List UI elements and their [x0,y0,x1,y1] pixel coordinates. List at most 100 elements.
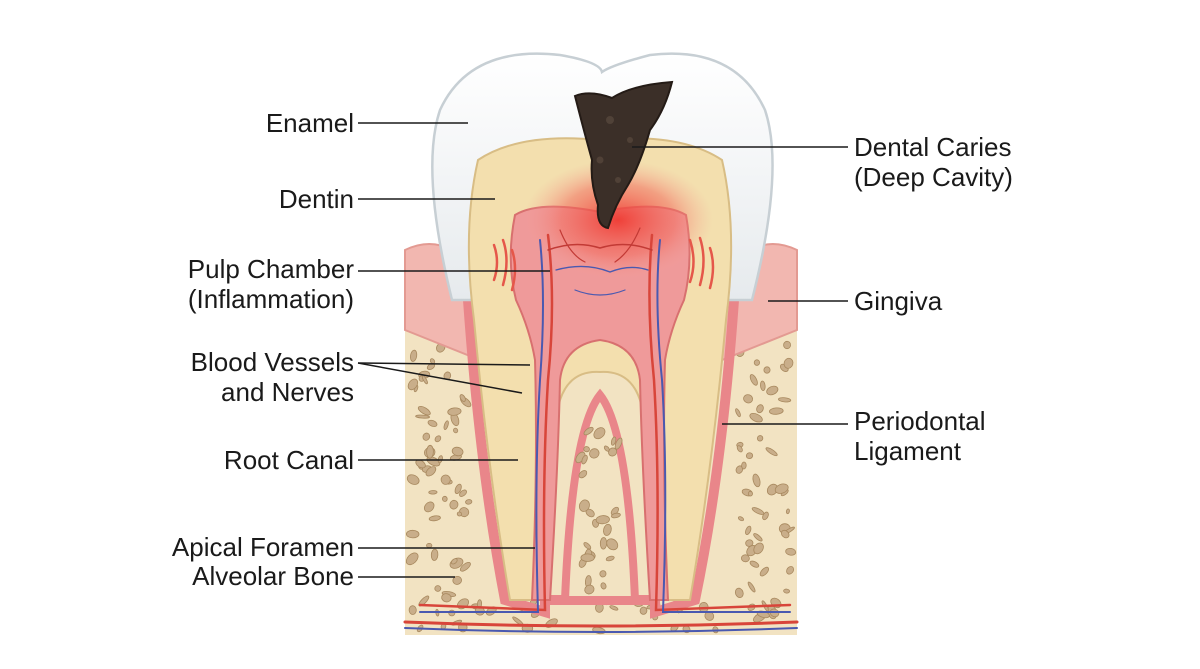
bone-pore [410,349,418,362]
bone-pore [417,405,431,416]
bone-pore [769,407,784,415]
bone-pore [783,588,790,594]
bone-pore [759,566,770,577]
bone-pore [595,515,610,525]
bone-pore [783,357,794,369]
bone-pore [756,435,764,442]
bone-pore [763,366,771,374]
bone-pore [589,448,600,459]
bone-pore [407,378,419,391]
bone-pore [736,445,743,453]
bone-pore [465,499,473,505]
bone-pore [753,359,761,366]
label-dentin: Dentin [278,184,354,214]
bone-pore [778,397,792,403]
bone-pore [785,508,790,515]
bone-pore [441,495,448,502]
bone-pore [581,454,588,465]
bone-pore [421,375,428,385]
bone-pore [434,585,442,592]
bone-pore [752,473,761,488]
bone-pore [426,444,434,459]
bone-pore [440,474,451,485]
bone-pore [583,542,592,550]
bone-pore [580,553,595,562]
leader-lines [357,122,848,578]
bone-pore [780,529,790,539]
bone-pore [456,511,462,517]
bone-pore [415,414,430,419]
bone-pore [606,538,619,551]
bone-pore [734,587,744,598]
bone-pore [599,537,608,550]
inflammation-strokes [492,236,715,292]
bone-pore [415,459,426,469]
bone-pore [614,437,623,450]
bone-pore [428,490,438,495]
bone-pore [443,420,449,431]
bone-pore [749,412,763,423]
bone-pore [747,491,753,497]
bone-pore [741,461,747,470]
bone-pore [745,525,752,536]
bone-pore [450,558,458,565]
bone-pore [447,407,462,416]
bone-pore [609,605,619,611]
bone-pore [639,606,648,615]
bone-pore [578,470,588,479]
label-alveolar-bone: Alveolar Bone [192,561,354,591]
bone-pore [426,543,433,549]
bone-pore [578,499,590,512]
bone-pore [741,554,750,563]
bone-pore [408,605,417,615]
bone-pore [583,426,594,436]
bone-pore [749,560,760,568]
bone-pore [425,466,437,477]
bone-pore [774,483,789,494]
bone-pore [426,456,441,467]
bone-pore [452,575,462,585]
bone-pore [406,474,420,485]
bone-pore [459,561,471,572]
bone-pore [430,548,439,561]
bone-pore [783,340,792,350]
label-gingiva: Gingiva [854,286,943,316]
bone-pore [406,529,420,539]
bone-pore [760,380,766,391]
label-enamel: Enamel [265,108,354,138]
bone-pore [603,445,610,452]
bone-pore [459,394,466,402]
bone-pore [593,427,606,440]
bone-pore [785,547,797,556]
bone-pore [453,427,459,434]
bone-pore [603,523,612,536]
bone-pore [428,515,441,522]
bone-pore [422,432,431,441]
bone-pore [427,419,438,427]
bone-pore [610,512,621,519]
label-pulp-chamber: Pulp Chamber(Inflammation) [187,254,354,314]
bone-pore [600,582,607,590]
label-root-canal: Root Canal [223,445,354,475]
label-apical-foramen: Apical Foramen [171,532,354,562]
bone-pore [454,483,462,495]
bone-pore [405,552,419,566]
bone-pore [599,570,607,578]
bone-pore [751,507,765,515]
bone-pore [766,385,779,396]
bone-pore [451,446,464,457]
bone-pore [459,489,467,497]
dental-caries [573,80,674,230]
bone-pore [423,501,435,513]
bone-pore [753,533,763,542]
bone-pore [745,452,754,460]
bone-pore [786,566,795,575]
bone-pore [753,542,764,555]
bone-pore [449,499,459,510]
bone-pore [605,555,615,562]
label-dental-caries: Dental Caries(Deep Cavity) [854,132,1013,192]
bone-pore [584,584,595,595]
